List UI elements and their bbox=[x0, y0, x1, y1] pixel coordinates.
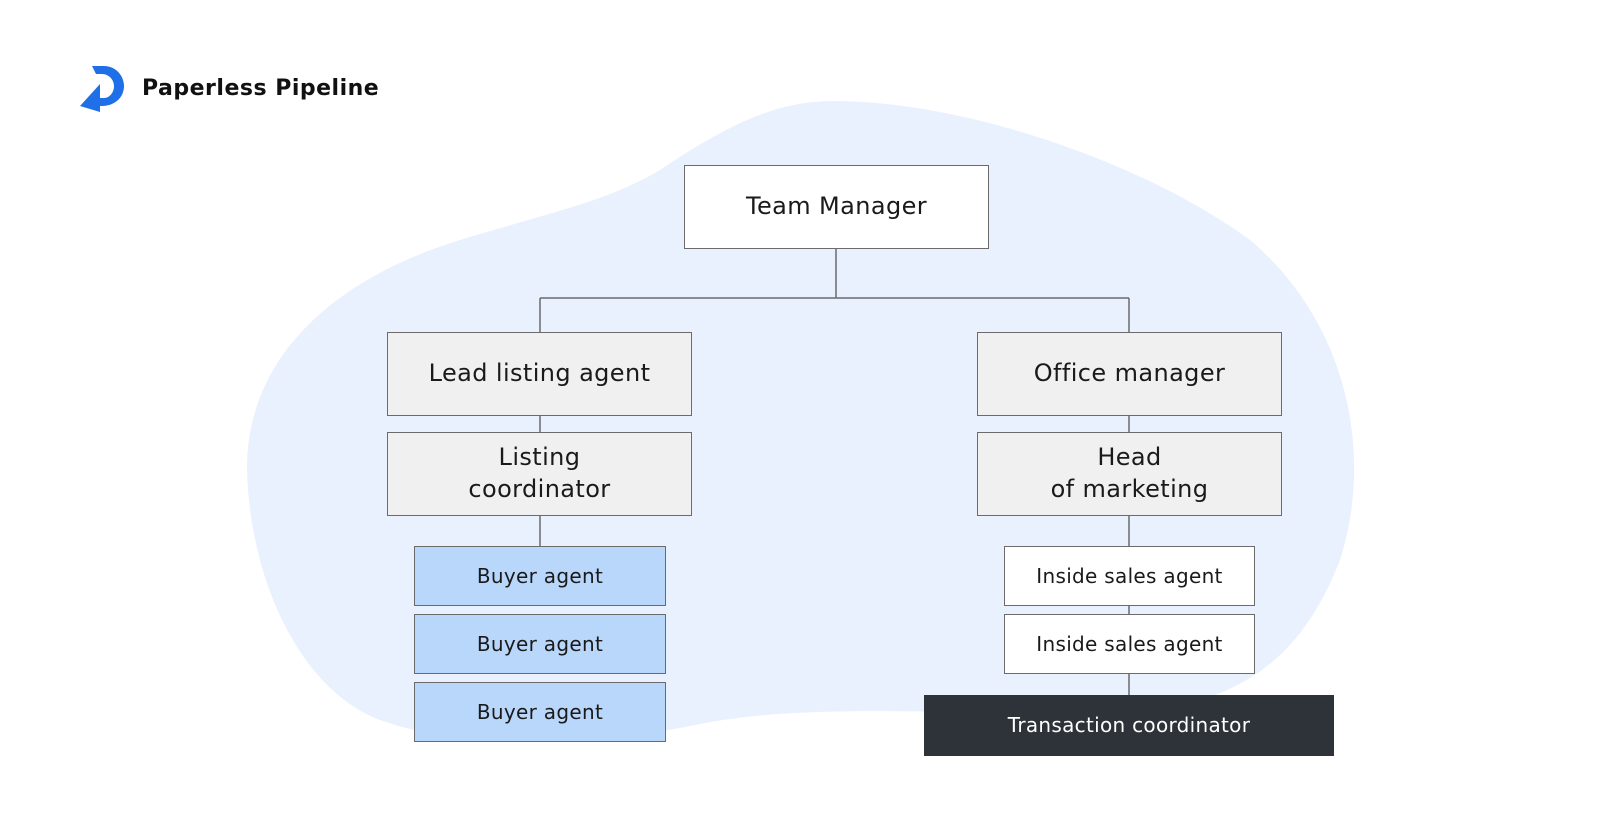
listing-coordinator-label-line2: coordinator bbox=[468, 475, 611, 503]
transaction-coordinator-box: Transaction coordinator bbox=[924, 695, 1334, 756]
listing-coordinator-box: Listing coordinator bbox=[387, 432, 692, 516]
buyer-agent-label-3: Buyer agent bbox=[476, 699, 604, 724]
head-of-marketing-label-line2: of marketing bbox=[1050, 475, 1209, 503]
team-manager-box: Team Manager bbox=[684, 165, 989, 249]
head-of-marketing-box: Head of marketing bbox=[977, 432, 1282, 516]
paperless-pipeline-logo-icon bbox=[80, 66, 124, 112]
office-manager-box: Office manager bbox=[977, 332, 1282, 416]
buyer-agent-box-1: Buyer agent bbox=[414, 546, 666, 606]
team-manager-label: Team Manager bbox=[745, 192, 928, 221]
brand-name: Paperless Pipeline bbox=[142, 75, 380, 101]
lead-listing-agent-label: Lead listing agent bbox=[428, 359, 651, 388]
inside-sales-agent-label-2: Inside sales agent bbox=[1036, 631, 1223, 656]
office-manager-label: Office manager bbox=[1033, 359, 1226, 388]
inside-sales-agent-box-2: Inside sales agent bbox=[1004, 614, 1255, 674]
transaction-coordinator-label: Transaction coordinator bbox=[1007, 713, 1251, 738]
buyer-agent-box-2: Buyer agent bbox=[414, 614, 666, 674]
brand-header: Paperless Pipeline bbox=[78, 62, 379, 114]
lead-listing-agent-box: Lead listing agent bbox=[387, 332, 692, 416]
buyer-agent-box-3: Buyer agent bbox=[414, 682, 666, 742]
head-of-marketing-label-line1: Head bbox=[1097, 443, 1162, 472]
buyer-agent-label-1: Buyer agent bbox=[476, 563, 604, 588]
listing-coordinator-label-line1: Listing bbox=[498, 443, 581, 472]
inside-sales-agent-label-1: Inside sales agent bbox=[1036, 563, 1223, 588]
inside-sales-agent-box-1: Inside sales agent bbox=[1004, 546, 1255, 606]
buyer-agent-label-2: Buyer agent bbox=[476, 631, 604, 656]
